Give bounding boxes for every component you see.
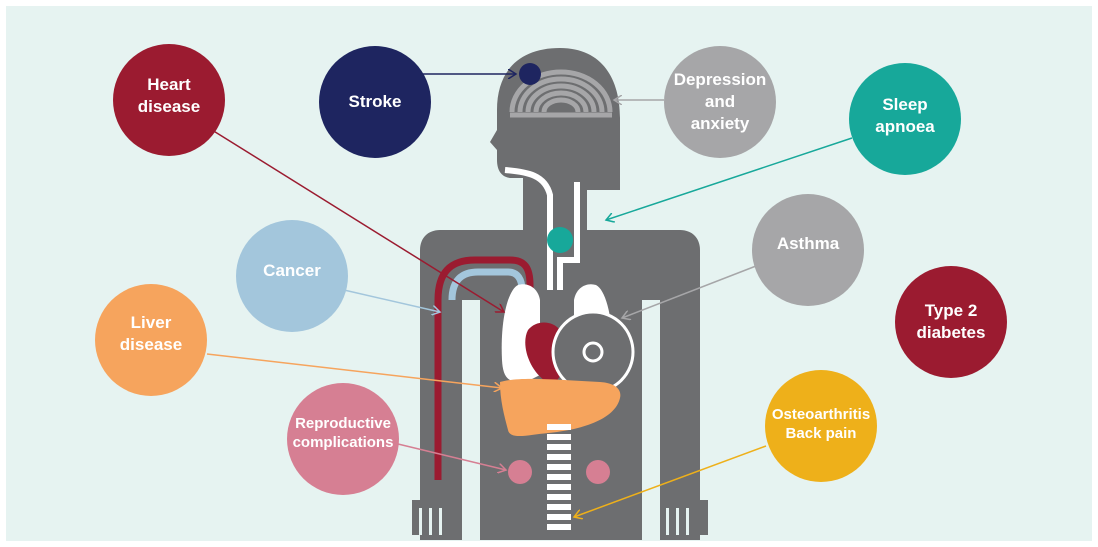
liver-disease-label: Liver disease bbox=[120, 312, 182, 356]
type2-diabetes-label: Type 2 diabetes bbox=[917, 300, 986, 344]
spine-icon bbox=[547, 424, 571, 530]
asthma-bubble: Asthma bbox=[752, 194, 864, 306]
heart-disease-label: Heart disease bbox=[138, 74, 200, 118]
sleep-apnoea-label: Sleep apnoea bbox=[875, 94, 935, 138]
asthma-target-icon bbox=[553, 312, 633, 392]
stroke-label: Stroke bbox=[349, 91, 402, 113]
reproductive-label: Reproductive complications bbox=[293, 414, 394, 452]
stroke-marker-icon bbox=[519, 63, 541, 85]
sleep-apnoea-marker-icon bbox=[547, 227, 573, 253]
asthma-label: Asthma bbox=[777, 233, 839, 255]
reproductive-bubble: Reproductive complications bbox=[287, 383, 399, 495]
depression-label: Depression and anxiety bbox=[674, 69, 767, 135]
depression-bubble: Depression and anxiety bbox=[664, 46, 776, 158]
reproductive-right-icon bbox=[586, 460, 610, 484]
cancer-bubble: Cancer bbox=[236, 220, 348, 332]
stroke-bubble: Stroke bbox=[319, 46, 431, 158]
heart-disease-bubble: Heart disease bbox=[113, 44, 225, 156]
osteoarthritis-bubble: Osteoarthritis Back pain bbox=[765, 370, 877, 482]
reproductive-left-icon bbox=[508, 460, 532, 484]
liver-disease-bubble: Liver disease bbox=[95, 284, 207, 396]
cancer-label: Cancer bbox=[263, 260, 321, 282]
type2-diabetes-bubble: Type 2 diabetes bbox=[895, 266, 1007, 378]
osteoarthritis-label: Osteoarthritis Back pain bbox=[772, 405, 870, 443]
sleep-apnoea-bubble: Sleep apnoea bbox=[849, 63, 961, 175]
